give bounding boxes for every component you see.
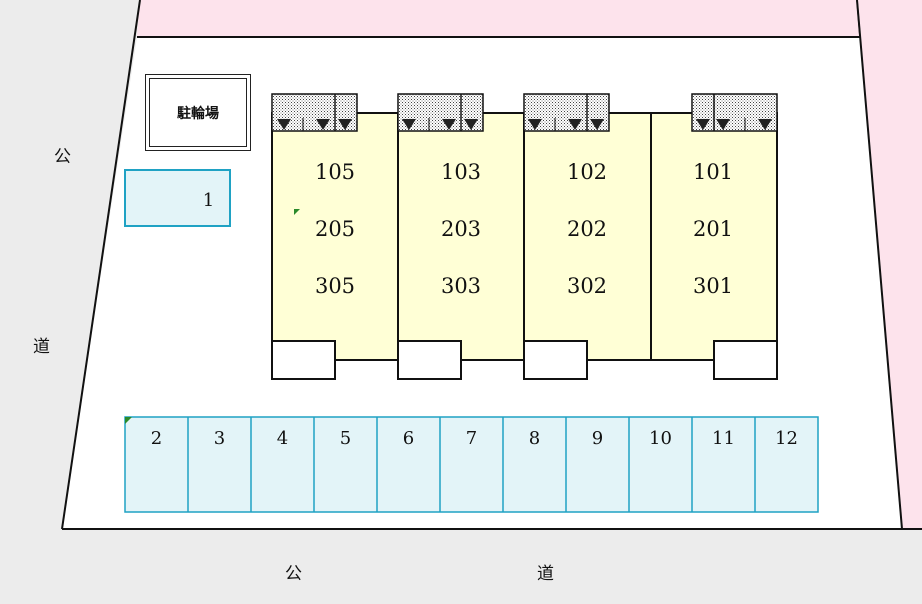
- parking-slot-label: 7: [465, 428, 478, 449]
- unit-label: 201: [692, 217, 734, 241]
- road-label-west-1: 公: [54, 147, 71, 167]
- parking-slot-label: 12: [775, 428, 798, 449]
- unit-label: 202: [566, 217, 608, 241]
- parking-slot-label: 4: [276, 428, 289, 449]
- unit-label: 303: [440, 274, 482, 298]
- unit-label: 301: [692, 274, 734, 298]
- parking-row: [124, 416, 819, 513]
- parking-slot-label: 10: [649, 428, 672, 449]
- road-label-south-1: 公: [285, 564, 302, 584]
- parking-slot-1: [124, 169, 231, 227]
- road-label-west-2: 道: [33, 337, 50, 357]
- unit-label: 103: [440, 160, 482, 184]
- parking-slot-label: 11: [712, 428, 735, 449]
- parking-slot-label: 3: [213, 428, 226, 449]
- unit-label: 105: [314, 160, 356, 184]
- balconies: [271, 93, 778, 132]
- unit-label: 101: [692, 160, 734, 184]
- parking-slot-label: 9: [591, 428, 604, 449]
- neighbor-lot-right: [857, 0, 922, 529]
- storage-boxes: [271, 340, 778, 380]
- parking-slot-label: 6: [402, 428, 415, 449]
- bike-parking: 駐輪場: [145, 74, 251, 151]
- parking-slot-label: 5: [339, 428, 352, 449]
- bike-parking-label: 駐輪場: [149, 78, 247, 147]
- unit-label: 102: [566, 160, 608, 184]
- unit-label: 305: [314, 274, 356, 298]
- unit-label: 205: [314, 217, 356, 241]
- entrance-markers: [277, 119, 772, 130]
- road-label-south-2: 道: [537, 564, 554, 584]
- parking-slot-label: 8: [528, 428, 541, 449]
- unit-label: 302: [566, 274, 608, 298]
- unit-label: 203: [440, 217, 482, 241]
- parking-slot-label: 1: [202, 190, 215, 211]
- parking-slot-label: 2: [150, 428, 163, 449]
- neighbor-lot-top: [137, 0, 860, 37]
